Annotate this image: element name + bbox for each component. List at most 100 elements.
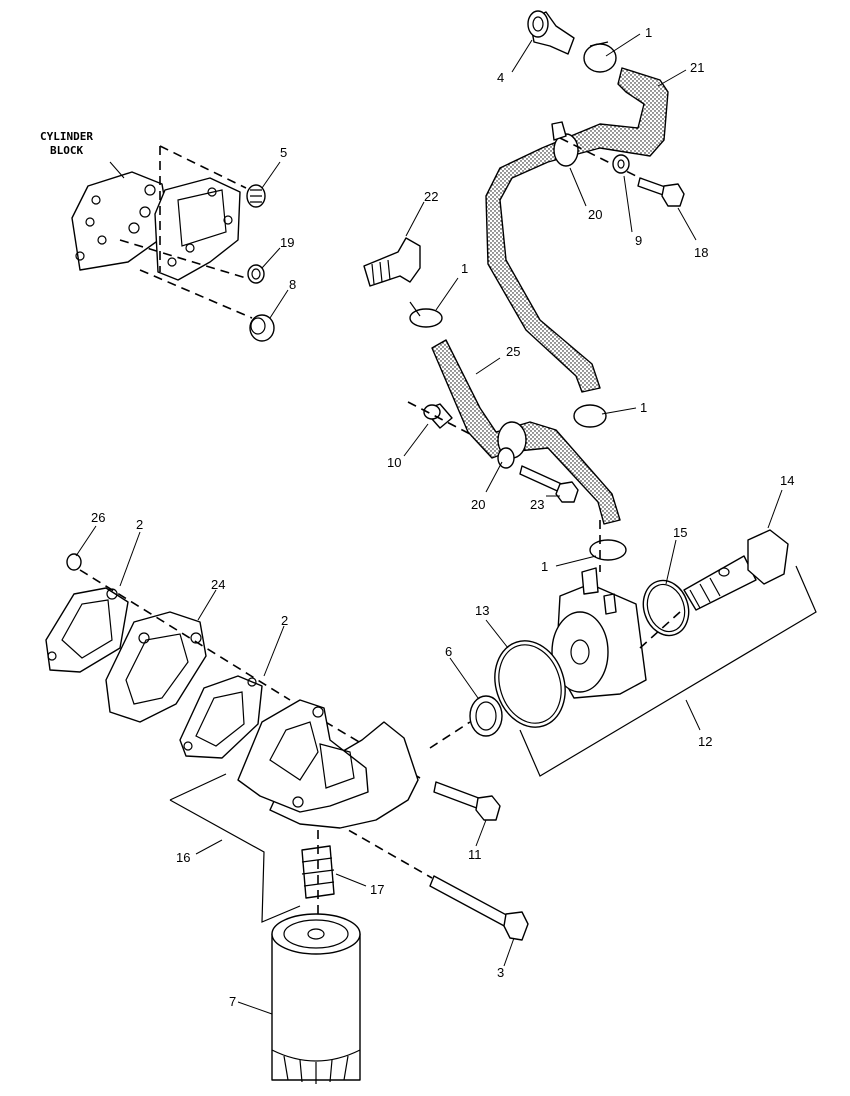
callout-24: 24 <box>211 577 225 592</box>
callout-17: 17 <box>370 882 384 897</box>
callout-11: 11 <box>468 847 482 862</box>
bolt-part-14 <box>683 529 789 611</box>
callout-4: 4 <box>497 70 504 85</box>
leader-line <box>555 555 597 567</box>
hose-part-25 <box>431 339 621 525</box>
leader-line <box>485 461 503 493</box>
leader-line <box>503 937 515 967</box>
callout-12: 12 <box>698 734 712 749</box>
hose-clamp-part-20-top <box>551 121 579 167</box>
leader-line <box>403 423 429 457</box>
callout-13: 13 <box>475 603 489 618</box>
alignment-line <box>119 239 247 279</box>
callout-20: 20 <box>588 207 602 222</box>
hose-clamp-part-1-bottom <box>589 539 627 561</box>
leader-line <box>685 699 701 731</box>
callout-16: 16 <box>176 850 190 865</box>
leader-line <box>767 489 783 529</box>
leader-line <box>405 201 425 237</box>
leader-line <box>601 407 637 415</box>
callout-1: 1 <box>541 559 548 574</box>
nipple-part-17 <box>301 845 335 899</box>
bracket-part-12 <box>519 565 817 777</box>
seal-part-6 <box>469 695 503 737</box>
callout-23: 23 <box>530 497 544 512</box>
fitting-part-4 <box>527 10 575 55</box>
alignment-line <box>639 611 681 649</box>
leader-line <box>605 33 641 57</box>
oil-cooler-body <box>551 567 647 699</box>
filter-base-housing <box>237 699 419 829</box>
leader-line <box>665 539 677 585</box>
leader-line <box>475 819 487 847</box>
callout-10: 10 <box>387 455 401 470</box>
hose-clamp-part-1-mid <box>409 301 443 328</box>
callout-25: 25 <box>506 344 520 359</box>
callout-14: 14 <box>780 473 794 488</box>
alignment-line <box>429 721 471 749</box>
leader-line <box>657 69 687 87</box>
gasket-part-2-right <box>179 675 263 759</box>
elbow-fitting-part-22 <box>363 237 421 287</box>
sleeve-part-10 <box>423 403 453 429</box>
callout-7: 7 <box>229 994 236 1009</box>
leader-line <box>119 531 141 587</box>
plug-part-5 <box>246 184 266 208</box>
callout-5: 5 <box>280 145 287 160</box>
alignment-line <box>159 145 247 189</box>
o-ring-part-15 <box>642 579 690 637</box>
callout-20: 20 <box>471 497 485 512</box>
leader-line <box>263 625 285 677</box>
callout-2: 2 <box>136 517 143 532</box>
bolt-part-26 <box>66 553 82 571</box>
callout-21: 21 <box>690 60 704 75</box>
leader-line <box>75 525 97 557</box>
callout-26: 26 <box>91 510 105 525</box>
leader-line <box>449 657 479 699</box>
leader-line <box>475 357 501 375</box>
bolt-part-18 <box>637 177 685 207</box>
o-ring-part-13 <box>494 640 566 728</box>
plug-part-19 <box>247 264 265 284</box>
alignment-line <box>139 269 253 319</box>
callout-1: 1 <box>640 400 647 415</box>
callout-1: 1 <box>645 25 652 40</box>
leader-line <box>335 873 367 887</box>
callout-1: 1 <box>461 261 468 276</box>
spacer-part-24 <box>105 611 207 723</box>
hose-clamp-part-1-lower <box>573 404 607 428</box>
block-label-line2: BLOCK <box>50 144 83 157</box>
hose-clamp-part-1-top <box>583 41 617 73</box>
gasket-part-2-left <box>45 587 129 673</box>
washer-part-9 <box>612 154 630 174</box>
leader-line <box>195 839 223 855</box>
leader-line <box>623 175 633 233</box>
callout-6: 6 <box>445 644 452 659</box>
bolt-part-11 <box>433 781 501 821</box>
callout-2: 2 <box>281 613 288 628</box>
leader-line <box>269 289 289 319</box>
block-adapter-plate <box>154 177 241 281</box>
alignment-line <box>79 569 291 701</box>
leader-line <box>237 1001 273 1015</box>
callout-19: 19 <box>280 235 294 250</box>
cup-plug-part-8 <box>249 314 275 342</box>
leader-line <box>569 167 587 207</box>
leader-line <box>261 247 281 269</box>
callout-3: 3 <box>497 965 504 980</box>
callout-9: 9 <box>635 233 642 248</box>
oil-filter-part-7 <box>271 913 361 1084</box>
callout-22: 22 <box>424 189 438 204</box>
block-label-line1: CYLINDER <box>40 130 93 143</box>
bracket-part-16 <box>169 773 301 923</box>
leader-line <box>677 207 697 241</box>
hose-part-21 <box>485 67 669 393</box>
callout-18: 18 <box>694 245 708 260</box>
leader-line <box>109 161 125 179</box>
bolt-part-3 <box>429 875 529 941</box>
alignment-line <box>407 401 471 435</box>
callout-8: 8 <box>289 277 296 292</box>
callout-15: 15 <box>673 525 687 540</box>
